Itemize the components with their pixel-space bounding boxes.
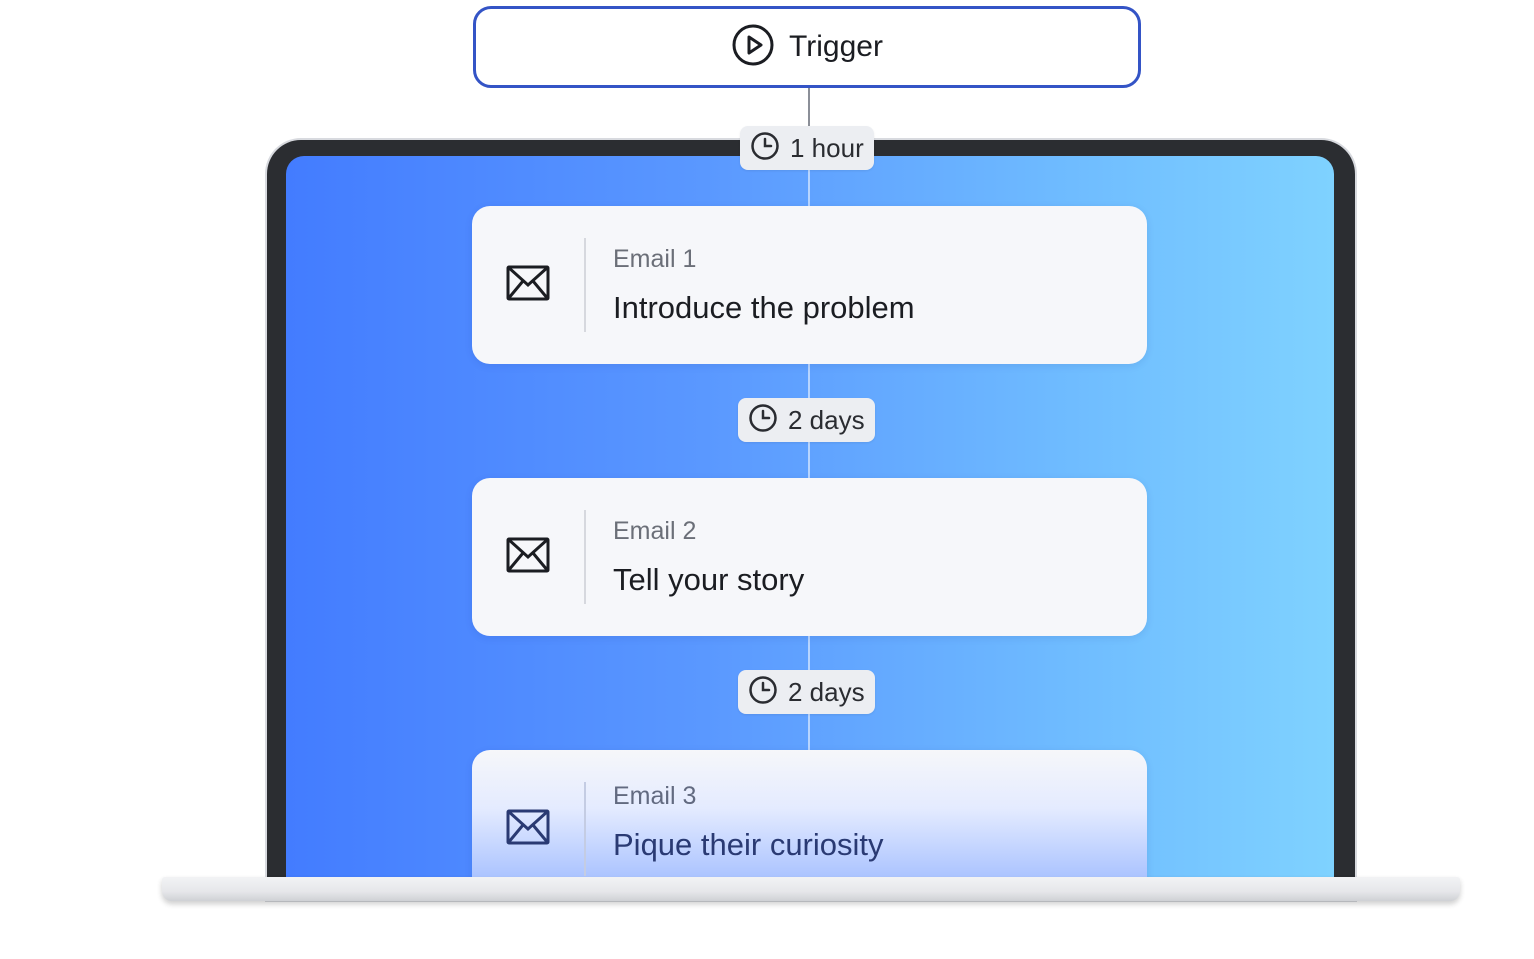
email-title: Tell your story bbox=[613, 561, 805, 597]
connector-line bbox=[808, 156, 810, 208]
envelope-icon bbox=[506, 537, 550, 578]
delay-label: 1 hour bbox=[790, 132, 864, 163]
email-kicker: Email 1 bbox=[613, 244, 697, 273]
email-step-card[interactable]: Email 3 Pique their curiosity bbox=[472, 750, 1147, 880]
email-title: Pique their curiosity bbox=[613, 827, 884, 862]
trigger-node[interactable]: Trigger bbox=[473, 6, 1141, 88]
email-title: Introduce the problem bbox=[613, 289, 915, 325]
email-kicker: Email 3 bbox=[613, 782, 697, 810]
card-icon-cell bbox=[472, 510, 586, 604]
envelope-icon bbox=[506, 265, 550, 306]
connector-line bbox=[808, 88, 810, 156]
email-kicker: Email 2 bbox=[613, 516, 697, 545]
clock-icon bbox=[748, 675, 778, 710]
delay-chip[interactable]: 2 days bbox=[738, 670, 875, 714]
email-step-card[interactable]: Email 2 Tell your story bbox=[472, 478, 1147, 636]
email-step-card[interactable]: Email 1 Introduce the problem bbox=[472, 206, 1147, 364]
play-circle-icon bbox=[731, 23, 775, 72]
card-icon-cell bbox=[472, 782, 586, 876]
delay-chip[interactable]: 2 days bbox=[738, 398, 875, 442]
delay-label: 2 days bbox=[788, 676, 865, 707]
clock-icon bbox=[748, 403, 778, 438]
delay-chip[interactable]: 1 hour bbox=[740, 126, 874, 170]
envelope-icon bbox=[506, 809, 550, 850]
delay-label: 2 days bbox=[788, 404, 865, 435]
clock-icon bbox=[750, 131, 780, 166]
laptop-base-front bbox=[162, 877, 1460, 901]
trigger-label: Trigger bbox=[789, 30, 883, 63]
card-icon-cell bbox=[472, 238, 586, 332]
